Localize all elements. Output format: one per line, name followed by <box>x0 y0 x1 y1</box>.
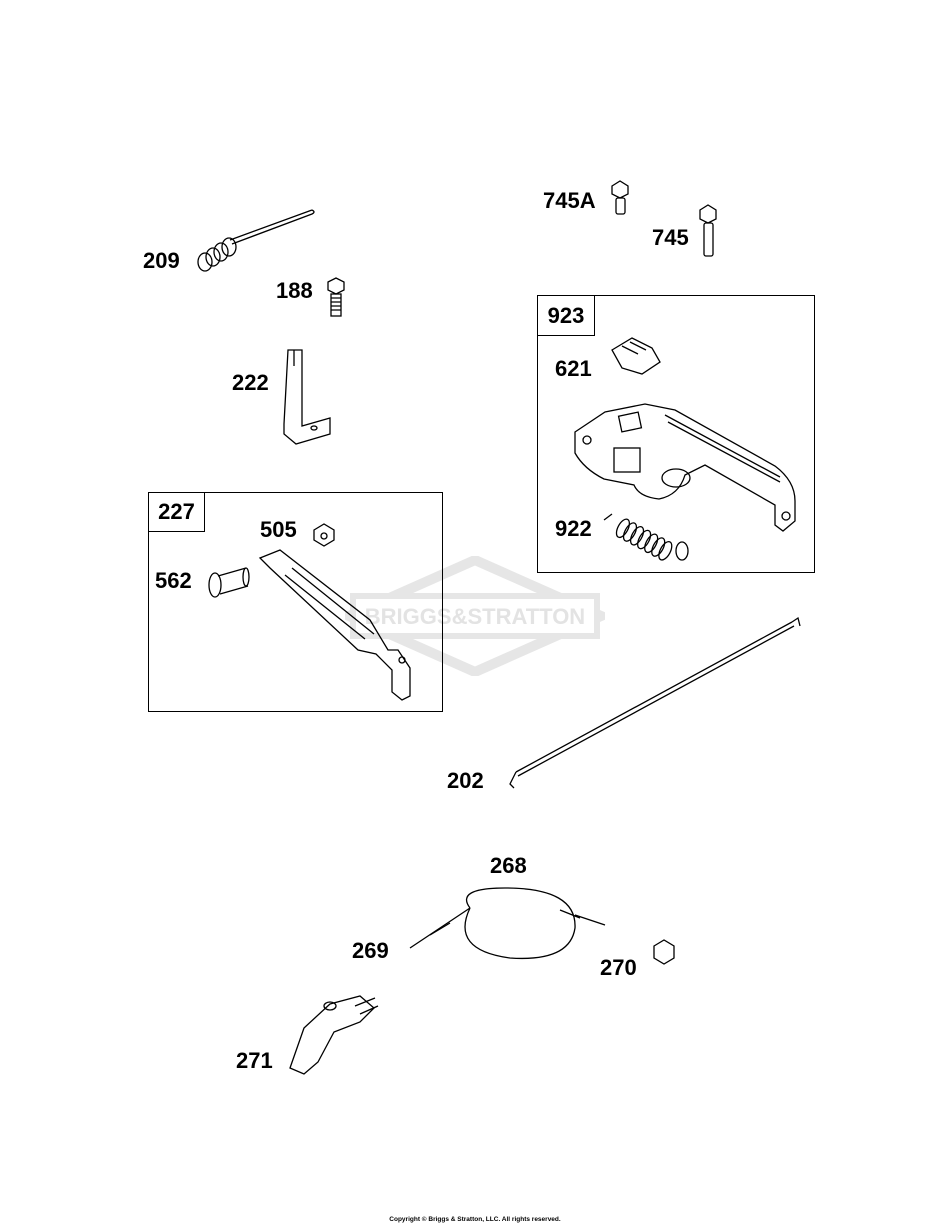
part-923-control-bracket <box>574 403 796 532</box>
part-505-nut <box>313 523 335 547</box>
part-label-745[interactable]: 745 <box>652 225 689 250</box>
part-label-222[interactable]: 222 <box>232 370 269 395</box>
part-label-621[interactable]: 621 <box>555 356 592 381</box>
part-268-cable <box>409 887 606 960</box>
part-label-745A[interactable]: 745A <box>543 188 596 213</box>
part-562-pin <box>208 567 250 598</box>
part-label-562[interactable]: 562 <box>155 568 192 593</box>
part-188-bolt <box>327 277 345 317</box>
part-label-268[interactable]: 268 <box>490 853 527 878</box>
part-745A-bolt <box>611 180 629 215</box>
part-271-bracket <box>289 995 379 1075</box>
part-label-188[interactable]: 188 <box>276 278 313 303</box>
briggs-stratton-watermark: BRIGGS&STRATTON <box>345 556 605 676</box>
part-label-922[interactable]: 922 <box>555 516 592 541</box>
part-label-271[interactable]: 271 <box>236 1048 273 1073</box>
part-202-rod <box>509 616 801 789</box>
part-label-270[interactable]: 270 <box>600 955 637 980</box>
group-label-923: 923 <box>538 296 595 336</box>
svg-text:BRIGGS&STRATTON: BRIGGS&STRATTON <box>365 604 585 629</box>
group-label-227: 227 <box>149 493 205 532</box>
copyright-notice: Copyright © Briggs & Stratton, LLC. All … <box>389 1216 561 1223</box>
part-922-spring <box>603 513 689 561</box>
part-label-209[interactable]: 209 <box>143 248 180 273</box>
part-label-269[interactable]: 269 <box>352 938 389 963</box>
part-label-202[interactable]: 202 <box>447 768 484 793</box>
part-621-clip <box>611 337 661 375</box>
part-209-spring-link <box>197 209 315 272</box>
part-745-bolt <box>699 204 717 257</box>
group-box-923: 923 <box>537 295 815 573</box>
part-label-505[interactable]: 505 <box>260 517 297 542</box>
part-227-lever <box>258 549 411 701</box>
part-270-nut <box>653 939 675 965</box>
part-222-bracket <box>283 349 331 445</box>
group-box-227: 227 <box>148 492 443 712</box>
